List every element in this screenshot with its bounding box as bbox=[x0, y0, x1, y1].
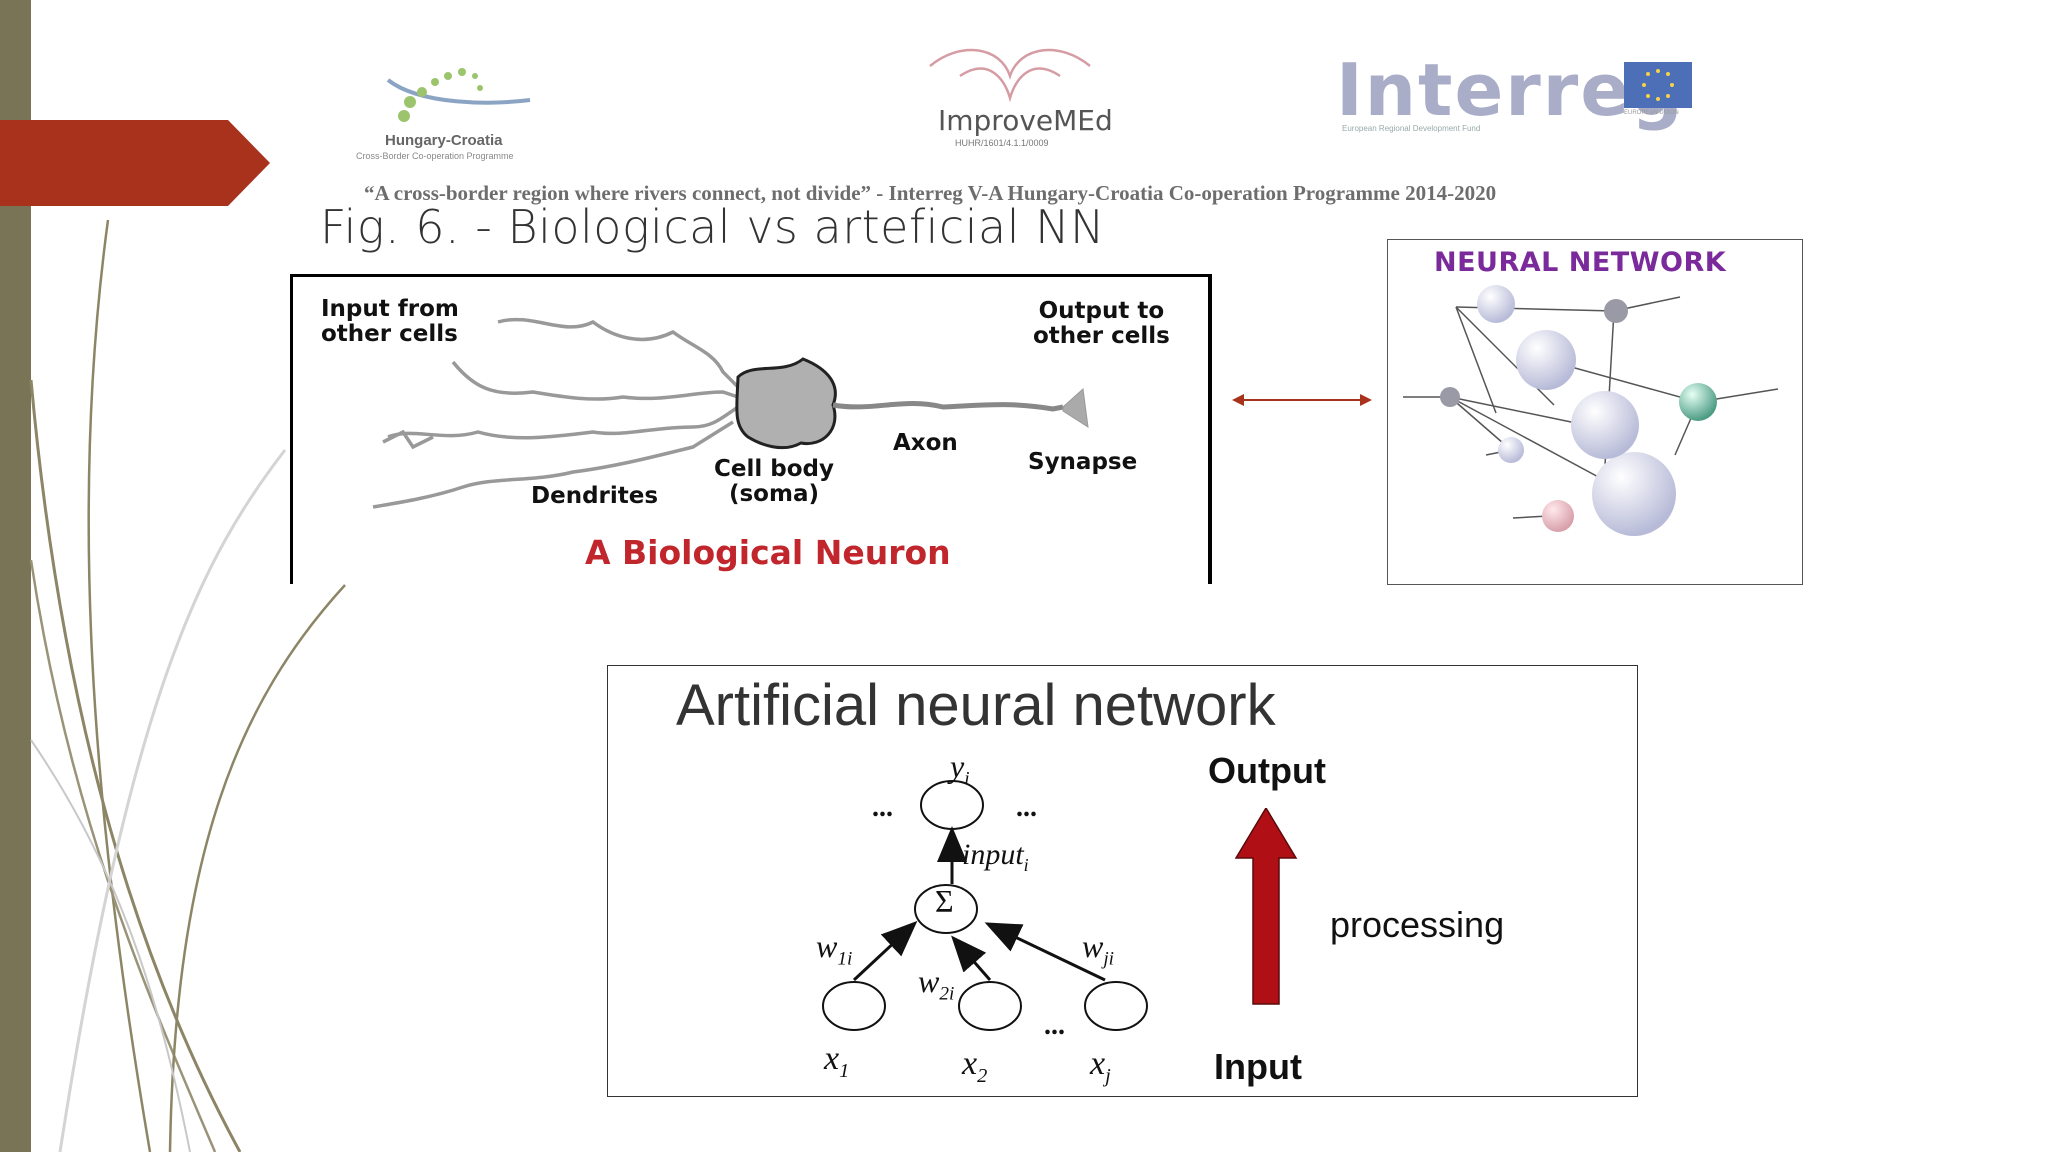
neuron-drawing bbox=[372, 317, 1089, 509]
red-arrow-shape bbox=[0, 120, 270, 206]
wj-label: wji bbox=[1082, 928, 1115, 970]
axon-label: Axon bbox=[893, 430, 958, 456]
neural-network-drawing bbox=[1403, 285, 1779, 536]
cell-body-label: Cell body (soma) bbox=[714, 456, 834, 507]
artificial-neural-network-figure bbox=[607, 665, 1638, 1097]
hungary-croatia-logo bbox=[380, 60, 540, 130]
improvemed-name: ImproveMEd bbox=[938, 104, 1113, 137]
eu-label: EUROPEAN UNION bbox=[1624, 110, 1679, 116]
sum-symbol: Σ bbox=[935, 883, 954, 919]
processing-arrow-icon bbox=[1234, 808, 1298, 1005]
processing-label: processing bbox=[1330, 904, 1505, 945]
eu-flag-icon bbox=[1624, 62, 1692, 108]
hungary-croatia-name: Hungary-Croatia bbox=[385, 132, 503, 149]
dendrites-label: Dendrites bbox=[531, 483, 659, 509]
synapse-label: Synapse bbox=[1028, 449, 1138, 475]
ellipsis-bottom: ... bbox=[1044, 1010, 1065, 1041]
biological-neuron-figure: Input from other cells Output to other c… bbox=[290, 274, 1212, 584]
hungary-croatia-subtitle: Cross-Border Co-operation Programme bbox=[356, 151, 514, 161]
ann-diagram bbox=[822, 780, 1148, 1031]
improvemed-code: HUHR/1601/4.1.1/0009 bbox=[955, 138, 1049, 148]
w1-label: w1i bbox=[816, 928, 853, 970]
biological-neuron-title: A Biological Neuron bbox=[585, 533, 951, 572]
input-label: Input bbox=[1214, 1046, 1302, 1087]
ellipsis-right: ... bbox=[1016, 792, 1037, 823]
neural-network-figure bbox=[1387, 239, 1803, 585]
x1-label: x1 bbox=[824, 1040, 850, 1082]
ann-title: Artificial neural network bbox=[676, 673, 1276, 738]
y-label: yi bbox=[950, 748, 970, 790]
programme-slogan: “A cross-border region where rivers conn… bbox=[364, 181, 1497, 205]
output-to-label: Output to other cells bbox=[1033, 298, 1170, 349]
decorative-curves bbox=[29, 219, 346, 1152]
w2-label: w2i bbox=[918, 963, 955, 1005]
input-from-label: Input from other cells bbox=[321, 296, 459, 347]
improvemed-logo bbox=[920, 36, 1100, 106]
x2-label: x2 bbox=[962, 1045, 988, 1087]
ellipsis-left: ... bbox=[872, 792, 893, 823]
double-arrow-icon bbox=[1232, 394, 1372, 406]
slide-title: Fig. 6. - Biological vs arteficial NN bbox=[320, 200, 1105, 254]
neural-network-title: NEURAL NETWORK bbox=[1434, 247, 1727, 278]
output-label: Output bbox=[1208, 750, 1326, 791]
input-i-label: inputi bbox=[962, 838, 1029, 875]
interreg-subtitle: European Regional Development Fund bbox=[1342, 124, 1481, 133]
xj-label: xj bbox=[1090, 1045, 1111, 1087]
